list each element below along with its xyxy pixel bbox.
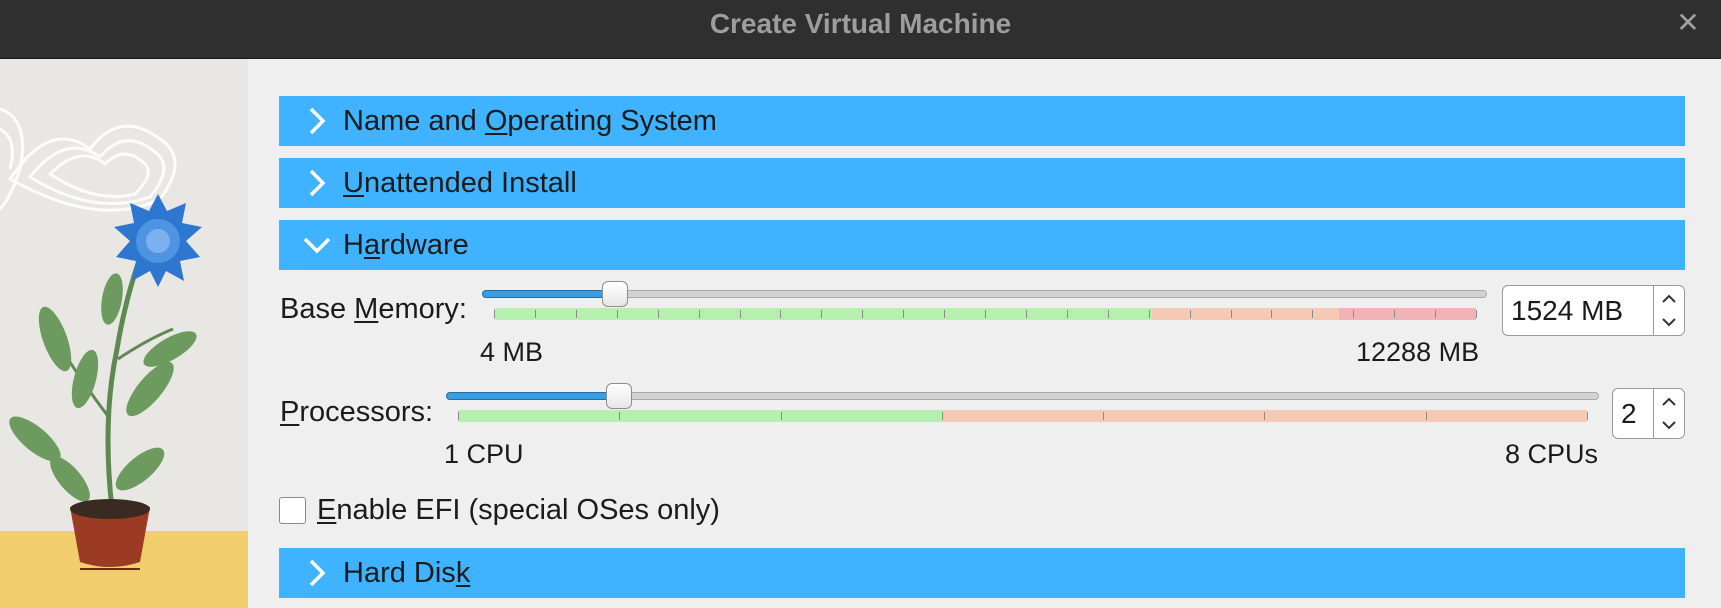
chevron-right-icon: [299, 103, 335, 139]
processors-value[interactable]: 2: [1621, 397, 1637, 429]
slider-tick: [1271, 310, 1273, 318]
slider-tick: [1103, 412, 1105, 420]
slider-tick: [458, 412, 459, 420]
window-title: Create Virtual Machine: [709, 8, 1012, 39]
slider-tick: [494, 310, 495, 318]
slider-tick: [616, 310, 618, 318]
slider-tick: [780, 412, 782, 420]
slider-tick: [534, 310, 536, 318]
wizard-illustration: [0, 59, 248, 608]
base-memory-max-label: 12288 MB: [1356, 337, 1480, 367]
section-label-hard-disk: Hard Disk: [343, 556, 471, 589]
spin-up-icon[interactable]: [1654, 286, 1684, 311]
section-unattended-install[interactable]: Unattended Install: [279, 158, 1685, 208]
slider-tick: [1189, 310, 1191, 318]
slider-tick: [1312, 310, 1314, 318]
slider-tick: [862, 310, 864, 318]
processors-label: Processors:: [280, 396, 433, 429]
slider-tick: [657, 310, 659, 318]
slider-tick: [1394, 310, 1396, 318]
slider-tick: [1107, 310, 1109, 318]
processors-slider-fill: [446, 392, 624, 400]
slider-tick: [698, 310, 700, 318]
base-memory-slider-track: [482, 290, 1487, 298]
spin-down-icon[interactable]: [1654, 414, 1684, 439]
chevron-down-icon: [299, 227, 335, 263]
chevron-right-icon: [299, 555, 335, 591]
zone-recommended: [458, 410, 944, 422]
section-label-text: Name and Operating System: [343, 104, 717, 137]
spin-down-icon[interactable]: [1654, 311, 1684, 336]
slider-tick: [619, 412, 621, 420]
slider-tick: [944, 310, 946, 318]
section-hardware[interactable]: Hardware: [279, 220, 1685, 270]
processors-min-label: 1 CPU: [444, 439, 524, 469]
base-memory-zones: [494, 308, 1477, 320]
section-hard-disk[interactable]: Hard Disk: [279, 548, 1685, 598]
base-memory-slider[interactable]: [482, 281, 1487, 324]
slider-tick: [821, 310, 823, 318]
plant-illustration: [0, 59, 248, 608]
enable-efi-label[interactable]: Enable EFI (special OSes only): [317, 494, 720, 527]
slider-tick: [575, 310, 577, 318]
base-memory-label: Base Memory:: [280, 293, 467, 326]
close-icon[interactable]: ✕: [1676, 7, 1700, 38]
slider-tick: [1587, 412, 1588, 420]
slider-tick: [903, 310, 905, 318]
processors-zones: [458, 410, 1588, 422]
enable-efi-label-text: Enable EFI (special OSes only): [317, 494, 720, 526]
slider-tick: [1435, 310, 1437, 318]
slider-tick: [1425, 412, 1427, 420]
slider-tick: [739, 310, 741, 318]
base-memory-label-text: Base Memory:: [280, 293, 467, 325]
section-label-hardware: Hardware: [343, 228, 469, 261]
slider-tick: [985, 310, 986, 318]
section-name-and-os[interactable]: Name and Operating System: [279, 96, 1685, 146]
processors-spinbox[interactable]: 2: [1612, 388, 1685, 439]
processors-slider-handle[interactable]: [606, 383, 633, 409]
base-memory-spinbox[interactable]: 1524 MB: [1502, 285, 1685, 336]
processors-slider[interactable]: [446, 383, 1599, 426]
base-memory-slider-handle[interactable]: [602, 281, 629, 307]
chevron-right-icon: [299, 165, 335, 201]
base-memory-value[interactable]: 1524 MB: [1511, 294, 1624, 326]
slider-tick: [1264, 412, 1266, 420]
title-bar: Create Virtual Machine ✕: [0, 0, 1721, 59]
zone-critical: [1338, 308, 1476, 320]
section-label-unattended-install: Unattended Install: [343, 166, 577, 199]
base-memory-min-label: 4 MB: [480, 337, 544, 367]
zone-recommended: [494, 308, 1152, 320]
zone-warning: [1151, 308, 1339, 320]
processors-label-text: Processors:: [280, 396, 434, 428]
spin-up-icon[interactable]: [1654, 389, 1684, 414]
slider-tick: [1353, 310, 1355, 318]
slider-tick: [1148, 310, 1150, 318]
enable-efi-checkbox[interactable]: [279, 497, 306, 524]
base-memory-slider-fill: [482, 290, 620, 298]
slider-tick: [941, 412, 943, 420]
processors-max-label: 8 CPUs: [1505, 439, 1599, 469]
slider-tick: [1476, 310, 1477, 318]
slider-tick: [1025, 310, 1027, 318]
slider-tick: [1230, 310, 1232, 318]
section-label-name-and-os: Name and Operating System: [343, 105, 717, 138]
slider-tick: [780, 310, 782, 318]
slider-tick: [1066, 310, 1068, 318]
